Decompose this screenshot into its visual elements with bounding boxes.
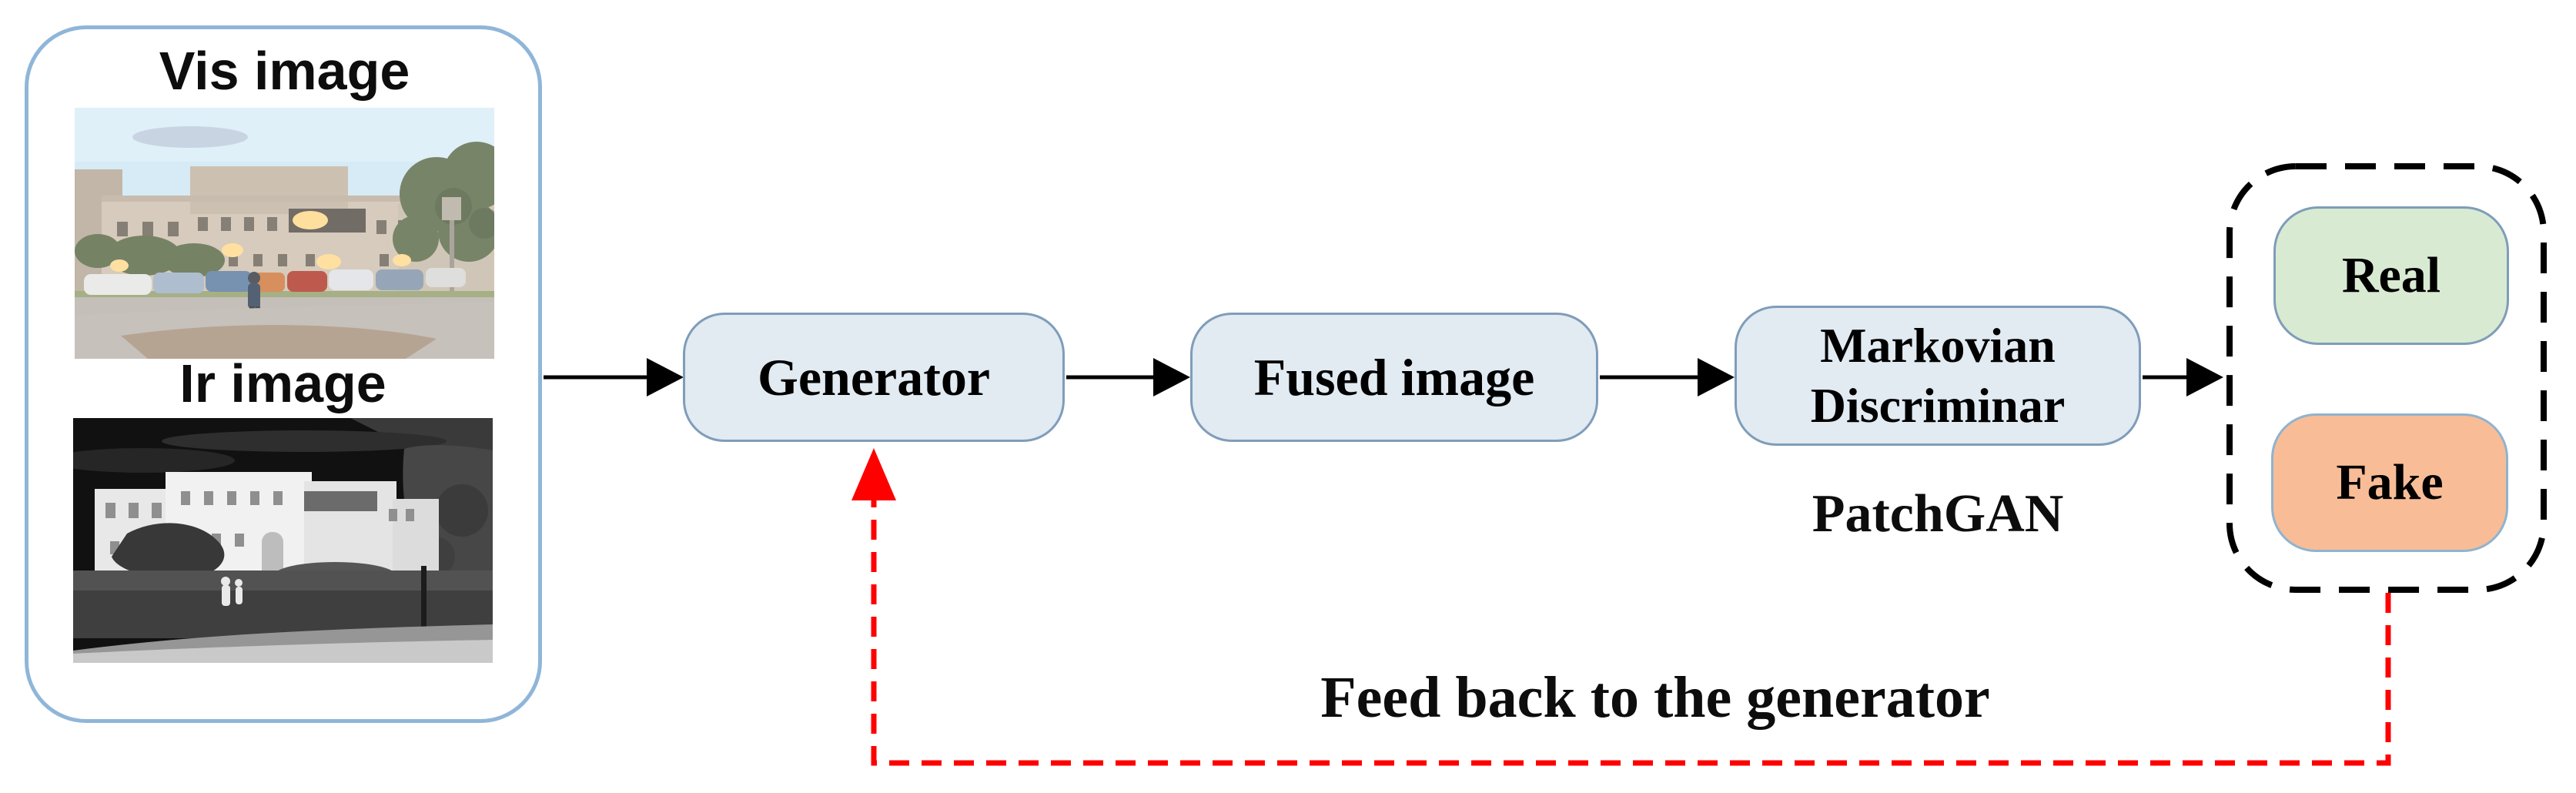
arrow-inputs-to-generator (544, 358, 684, 396)
arrow-fused-to-discriminator (1600, 358, 1735, 396)
right-arrowhead-icon (2186, 358, 2223, 396)
generator-node: Generator (683, 313, 1065, 442)
arrow-generator-to-fused (1066, 358, 1190, 396)
ir-photo-illustration (73, 418, 493, 663)
fused-image-label: Fused image (1253, 347, 1535, 407)
pedestrian-figures (221, 577, 243, 606)
fake-node: Fake (2271, 413, 2508, 552)
patchgan-caption: PatchGAN (1812, 484, 2064, 544)
right-arrowhead-icon (647, 358, 684, 396)
ir-image (73, 418, 493, 663)
right-arrowhead-icon (1153, 358, 1190, 396)
up-arrowhead-icon (851, 448, 896, 500)
feedback-label: Feed back to the generator (1320, 665, 1990, 730)
vis-photo-illustration (75, 108, 494, 359)
real-node: Real (2273, 206, 2509, 345)
discriminator-label-line1: Markovian (1820, 318, 2056, 373)
real-label: Real (2341, 247, 2441, 303)
ir-image-label: Ir image (179, 353, 386, 413)
discriminator-label-line2: Discriminar (1810, 378, 2066, 433)
generator-label: Generator (757, 347, 991, 407)
vis-image-label: Vis image (159, 41, 410, 101)
vis-image (75, 108, 494, 359)
right-arrowhead-icon (1698, 358, 1735, 396)
fused-image-node: Fused image (1190, 313, 1598, 442)
discriminator-node: Markovian Discriminar (1735, 306, 2141, 446)
arrow-discriminator-to-outputs (2143, 358, 2223, 396)
fake-label: Fake (2336, 454, 2444, 510)
